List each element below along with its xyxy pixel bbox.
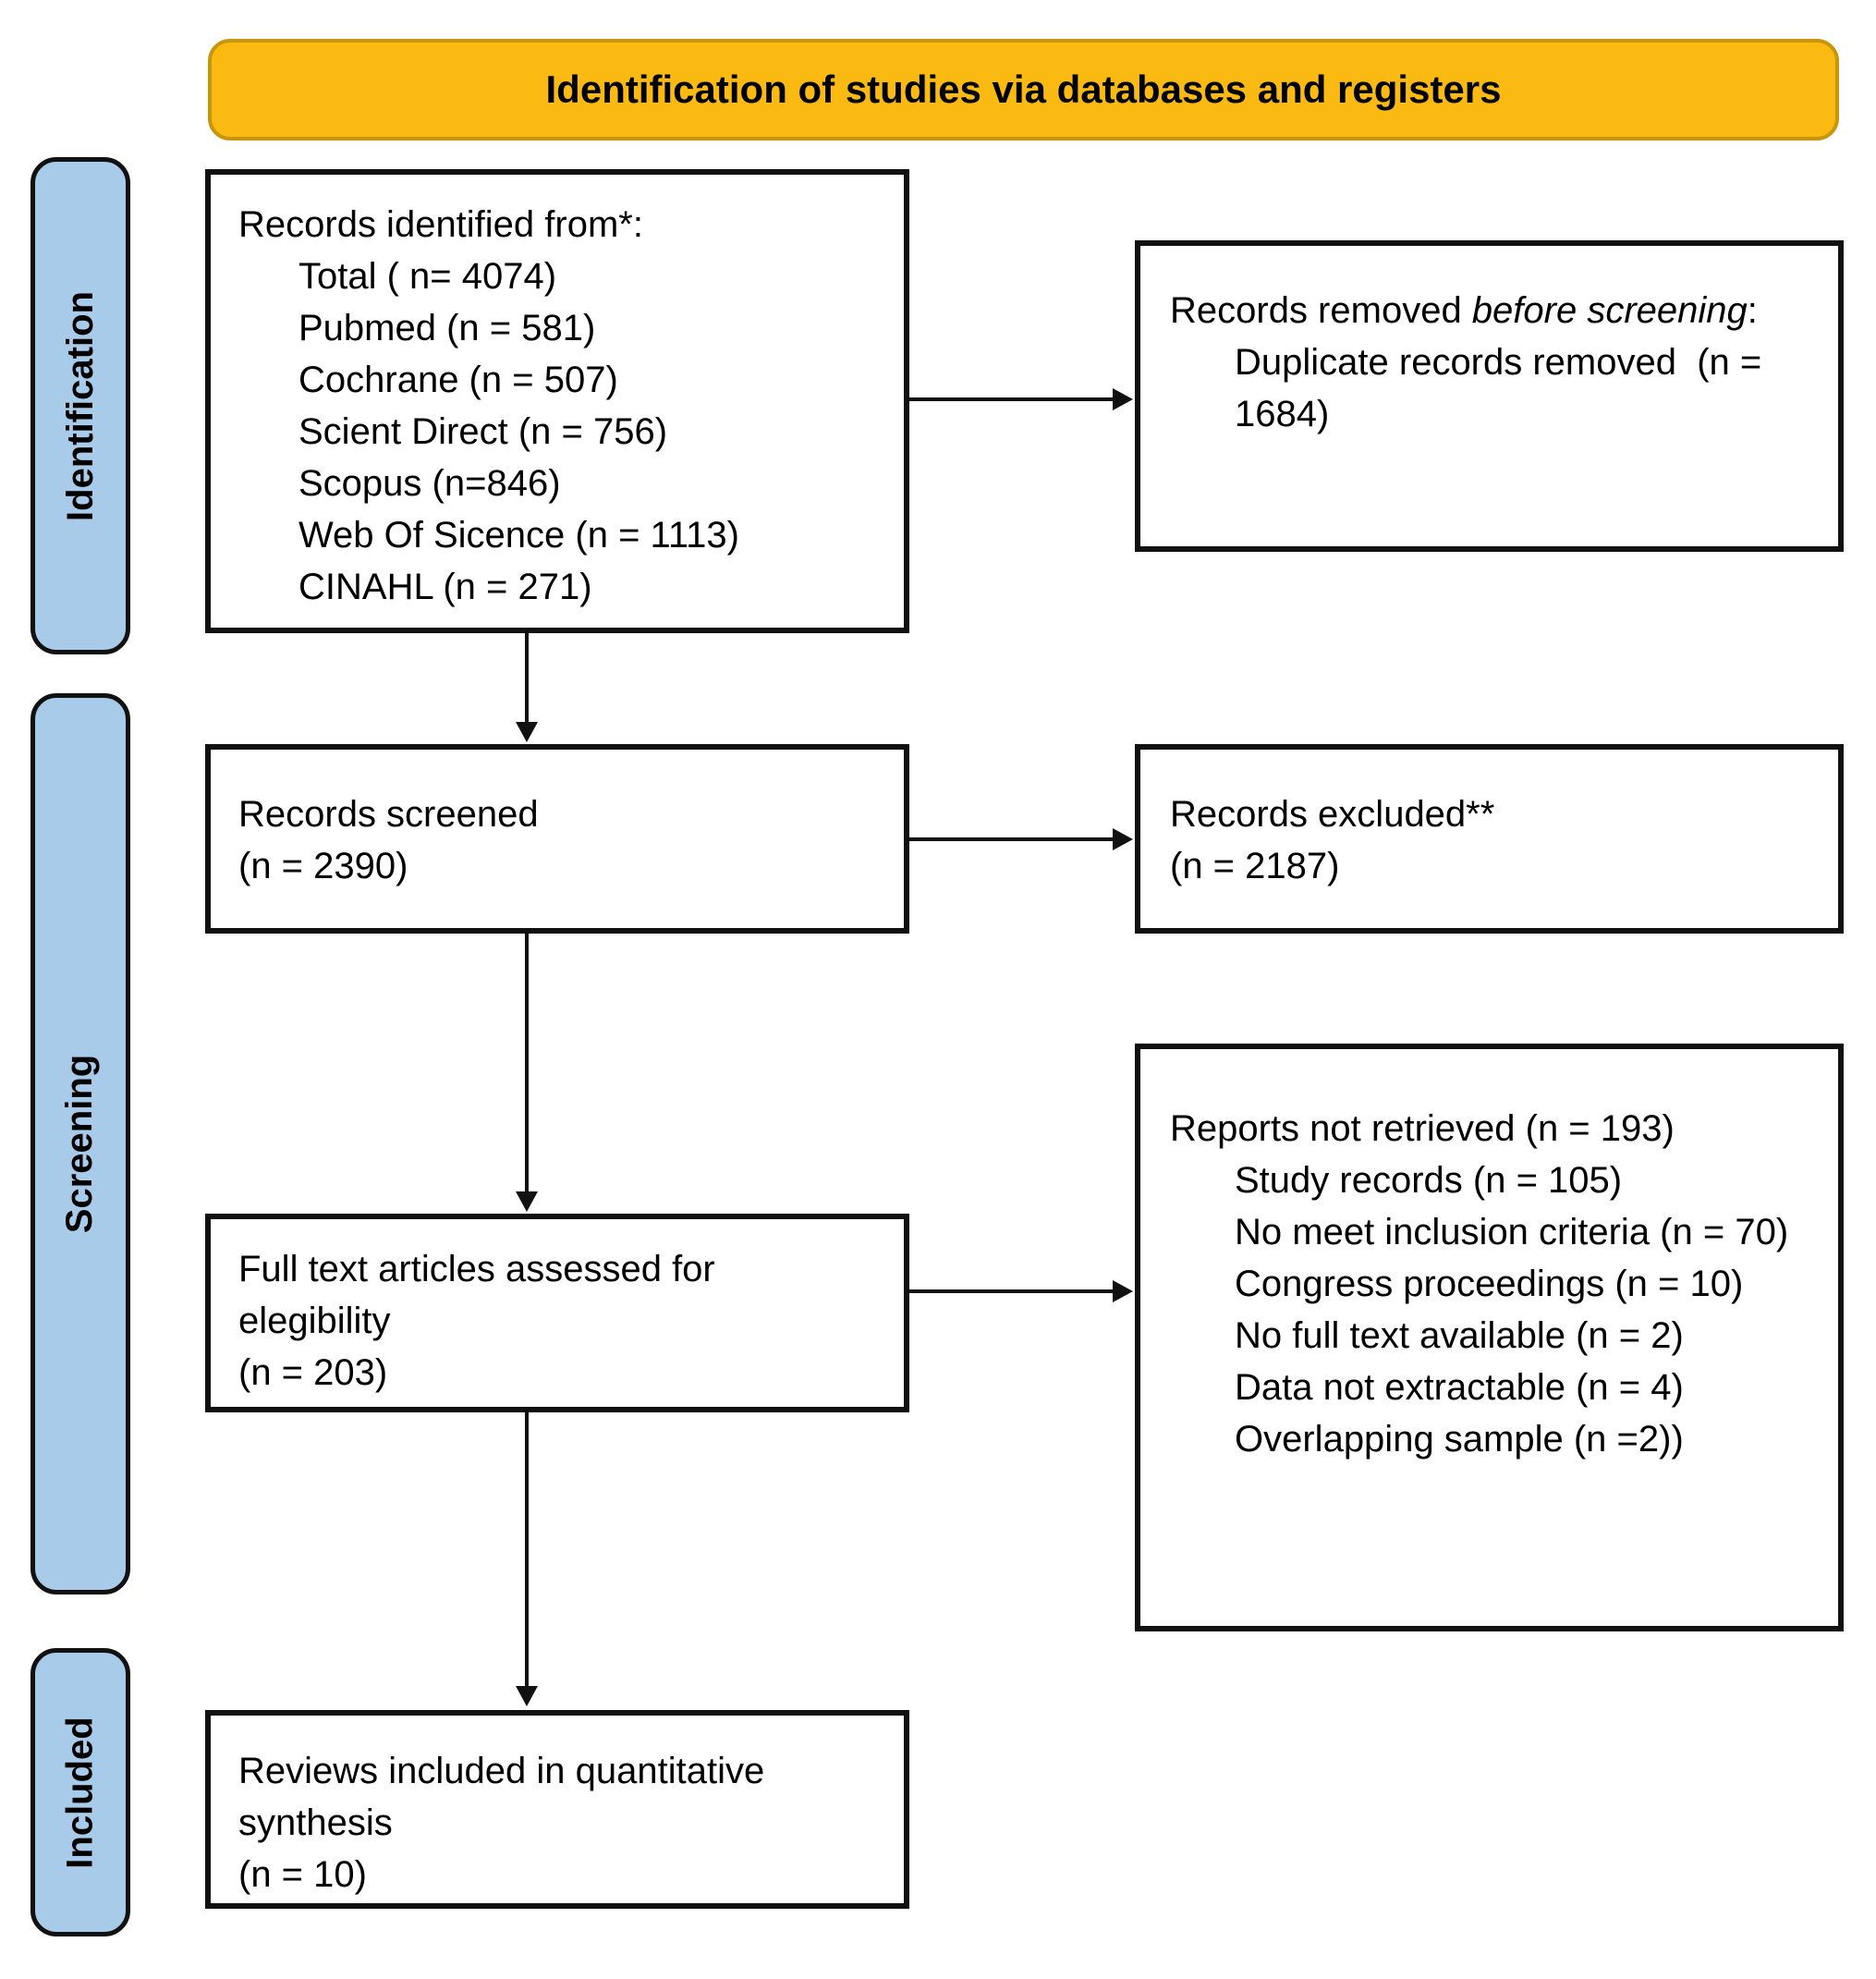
records-excluded-text: Records excluded** (n = 2187)	[1170, 794, 1495, 886]
reviews-included-box: Reviews included in quantitative synthes…	[205, 1710, 909, 1909]
full-text-assessed-box: Full text articles assessed for elegibil…	[205, 1214, 909, 1412]
stage-included: Included	[30, 1648, 130, 1936]
reports-not-retrieved-box: Reports not retrieved (n = 193) Study re…	[1135, 1044, 1844, 1631]
stage-identification: Identification	[30, 157, 130, 654]
records-identified-items: Total ( n= 4074) Pubmed (n = 581) Cochrane…	[238, 250, 885, 613]
list-item: Data not extractable (n = 4)	[1235, 1367, 1684, 1408]
list-item: No full text available (n = 2)	[1235, 1315, 1684, 1356]
list-item: Web Of Sicence (n = 1113)	[298, 515, 739, 556]
title-banner: Identification of studies via databases …	[208, 39, 1839, 140]
list-item: Scient Direct (n = 756)	[298, 411, 668, 452]
title-banner-label: Identification of studies via databases …	[545, 67, 1502, 111]
records-removed-heading-italic: before screening	[1471, 290, 1748, 331]
list-item: Scopus (n=846)	[298, 463, 561, 504]
records-removed-items: Duplicate records removed (n = 1684)	[1170, 336, 1816, 440]
stage-included-label: Included	[59, 1716, 101, 1869]
reports-not-retrieved-heading: Reports not retrieved (n = 193)	[1170, 1108, 1675, 1149]
records-removed-heading: Records removed before screening:	[1170, 285, 1816, 336]
list-item: Overlapping sample (n =2))	[1235, 1419, 1684, 1460]
records-excluded-box: Records excluded** (n = 2187)	[1135, 744, 1844, 934]
records-removed-heading-prefix: Records removed	[1170, 290, 1472, 331]
list-item: No meet inclusion criteria (n = 70)	[1235, 1212, 1789, 1252]
records-screened-box: Records screened (n = 2390)	[205, 744, 909, 934]
list-item: Duplicate records removed (n = 1684)	[1235, 342, 1772, 434]
list-item: Study records (n = 105)	[1235, 1160, 1623, 1201]
stage-screening: Screening	[30, 693, 130, 1594]
list-item: Pubmed (n = 581)	[298, 308, 596, 348]
list-item: Congress proceedings (n = 10)	[1235, 1264, 1744, 1304]
list-item: CINAHL (n = 271)	[298, 567, 592, 607]
reports-not-retrieved-items: Study records (n = 105) No meet inclusion…	[1170, 1154, 1821, 1465]
reviews-included-text: Reviews included in quantitative synthes…	[238, 1751, 765, 1895]
records-identified-heading: Records identified from*:	[238, 204, 643, 245]
list-item: Total ( n= 4074)	[298, 256, 557, 297]
stage-screening-label: Screening	[59, 1054, 101, 1234]
records-removed-heading-suffix: :	[1747, 290, 1758, 331]
records-removed-box: Records removed before screening: Duplic…	[1135, 240, 1844, 552]
full-text-assessed-text: Full text articles assessed for elegibil…	[238, 1249, 715, 1393]
records-identified-box: Records identified from*: Total ( n= 407…	[205, 169, 909, 633]
list-item: Cochrane (n = 507)	[298, 360, 618, 400]
records-screened-text: Records screened (n = 2390)	[238, 794, 539, 886]
stage-identification-label: Identification	[59, 290, 101, 521]
